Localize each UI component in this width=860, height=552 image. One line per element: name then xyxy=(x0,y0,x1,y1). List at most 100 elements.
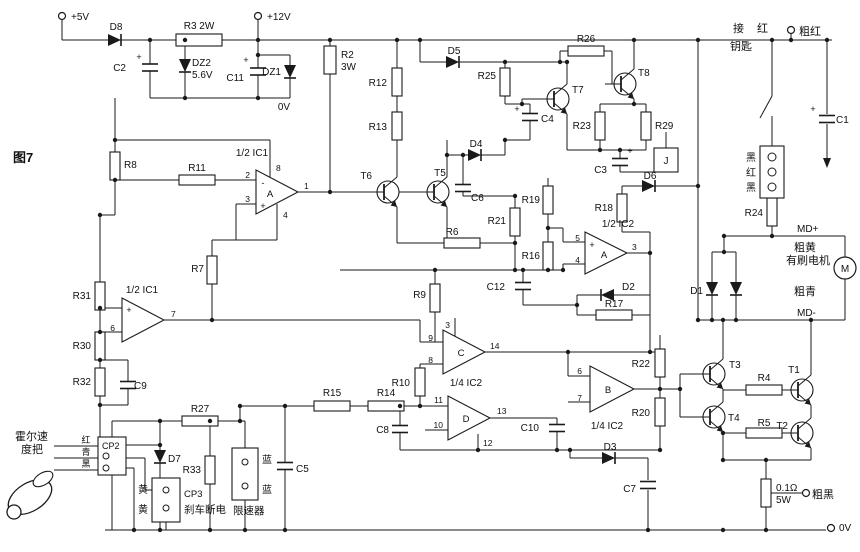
label-c5: C5 xyxy=(296,464,309,475)
label-pin-6: 6 xyxy=(110,323,115,333)
label-md-plus: MD+ xyxy=(797,224,819,235)
label-t7: T7 xyxy=(572,85,584,96)
connector-pin xyxy=(241,458,249,466)
label-r23: R23 xyxy=(573,121,592,132)
resistor-box xyxy=(313,400,351,412)
transistor-symbol xyxy=(804,398,811,405)
label-wire-hei: 黑 xyxy=(81,459,90,469)
junction-dot xyxy=(788,37,794,43)
label-pin-4: 4 xyxy=(283,210,288,220)
junction-dot xyxy=(763,527,769,533)
connector-pin xyxy=(767,182,777,192)
label-c6: C6 xyxy=(471,193,484,204)
resistor-box xyxy=(595,309,633,321)
label-dz1: DZ1 xyxy=(262,67,281,78)
junction-dot xyxy=(721,233,727,239)
resistor-box xyxy=(640,111,652,141)
label-cu-qing: 粗青 xyxy=(794,285,816,298)
label-t8: T8 xyxy=(638,68,650,79)
label-c3-plus: + xyxy=(627,146,632,156)
junction-dot xyxy=(131,527,137,533)
resistor-box xyxy=(367,400,405,412)
diode-symbol xyxy=(446,56,459,68)
junction-dot xyxy=(157,442,163,448)
junction-dot xyxy=(444,152,450,158)
junction-dot xyxy=(512,267,518,273)
transistor-symbol xyxy=(797,374,812,387)
label-t5: T5 xyxy=(434,168,446,179)
label-r24: R24 xyxy=(745,208,764,219)
label-c4: C4 xyxy=(541,114,554,125)
junction-dot xyxy=(147,37,153,43)
label-r27: R27 xyxy=(191,404,210,415)
label-dz2: DZ2 xyxy=(192,58,211,69)
label-d4: D4 xyxy=(470,139,483,150)
resistor-box xyxy=(181,415,219,427)
junction-dot xyxy=(763,457,769,463)
label-r14: R14 xyxy=(377,388,396,399)
label-r4: R4 xyxy=(758,373,771,384)
label-r2: R2 xyxy=(341,50,354,61)
diode-symbol xyxy=(154,450,166,463)
throttle-grip xyxy=(32,470,54,488)
transistor-symbol xyxy=(553,83,568,96)
label-sense-w: 5W xyxy=(776,495,792,506)
label-fig-title: 图7 xyxy=(13,150,33,165)
junction-dot xyxy=(97,212,103,218)
junction-dot xyxy=(97,357,103,363)
label-huang-2: 黄 xyxy=(138,503,148,516)
junction-dot xyxy=(97,305,103,311)
junction-dot xyxy=(397,403,403,409)
label-a1-minus: - xyxy=(262,178,265,188)
label-r5: R5 xyxy=(758,418,771,429)
label-c3: C3 xyxy=(594,165,607,176)
label-a1-plus: + xyxy=(260,201,265,211)
junction-dot xyxy=(657,386,663,392)
junction-dot xyxy=(97,402,103,408)
connector-pin xyxy=(102,452,110,460)
label-d8: D8 xyxy=(110,22,123,33)
label-pin-5a: 5 xyxy=(575,233,580,243)
label-opamp-b: B xyxy=(605,385,611,396)
transistor-symbol xyxy=(627,92,634,99)
transistor-symbol xyxy=(716,425,723,432)
label-key-hong: 红 xyxy=(757,22,768,35)
label-c1: C1 xyxy=(836,115,849,126)
label-c8: C8 xyxy=(376,425,389,436)
resistor-box xyxy=(175,33,223,47)
resistor-box xyxy=(745,384,783,396)
label-r33: R33 xyxy=(183,465,202,476)
label-r32: R32 xyxy=(73,377,92,388)
transistor-symbol xyxy=(716,382,723,389)
resistor-box xyxy=(654,348,666,378)
label-lan-2: 蓝 xyxy=(262,484,272,496)
transistor-symbol xyxy=(804,441,811,448)
label-r11: R11 xyxy=(188,163,206,174)
resistor-box xyxy=(204,455,216,485)
opamp-triangle xyxy=(584,231,629,275)
label-r7: R7 xyxy=(191,264,204,275)
junction-dot xyxy=(720,430,726,436)
diode-symbol xyxy=(601,289,614,301)
label-cp3: CP3 xyxy=(184,489,202,500)
label-r8: R8 xyxy=(124,160,137,171)
label-md-minus: MD- xyxy=(797,308,816,319)
label-r6: R6 xyxy=(446,227,459,238)
label-d5: D5 xyxy=(448,46,461,57)
transistor-symbol xyxy=(709,358,724,371)
label-opamp-a2: A xyxy=(601,250,608,261)
label-pin-12: 12 xyxy=(483,438,493,448)
connector-pin xyxy=(241,482,249,490)
junction-dot xyxy=(564,59,570,65)
label-r31: R31 xyxy=(73,291,92,302)
label-a3-plus: + xyxy=(589,240,594,250)
junction-dot xyxy=(209,317,215,323)
junction-dot xyxy=(677,386,683,392)
diode-symbol xyxy=(179,59,191,72)
label-ic2-quarter-1: 1/4 IC2 xyxy=(450,378,483,389)
junction-dot xyxy=(237,403,243,409)
label-throttle-1: 霍尔速 xyxy=(15,430,48,443)
resistor-box xyxy=(391,67,403,97)
label-c11-plus: + xyxy=(243,55,248,65)
resistor-box xyxy=(443,237,481,249)
